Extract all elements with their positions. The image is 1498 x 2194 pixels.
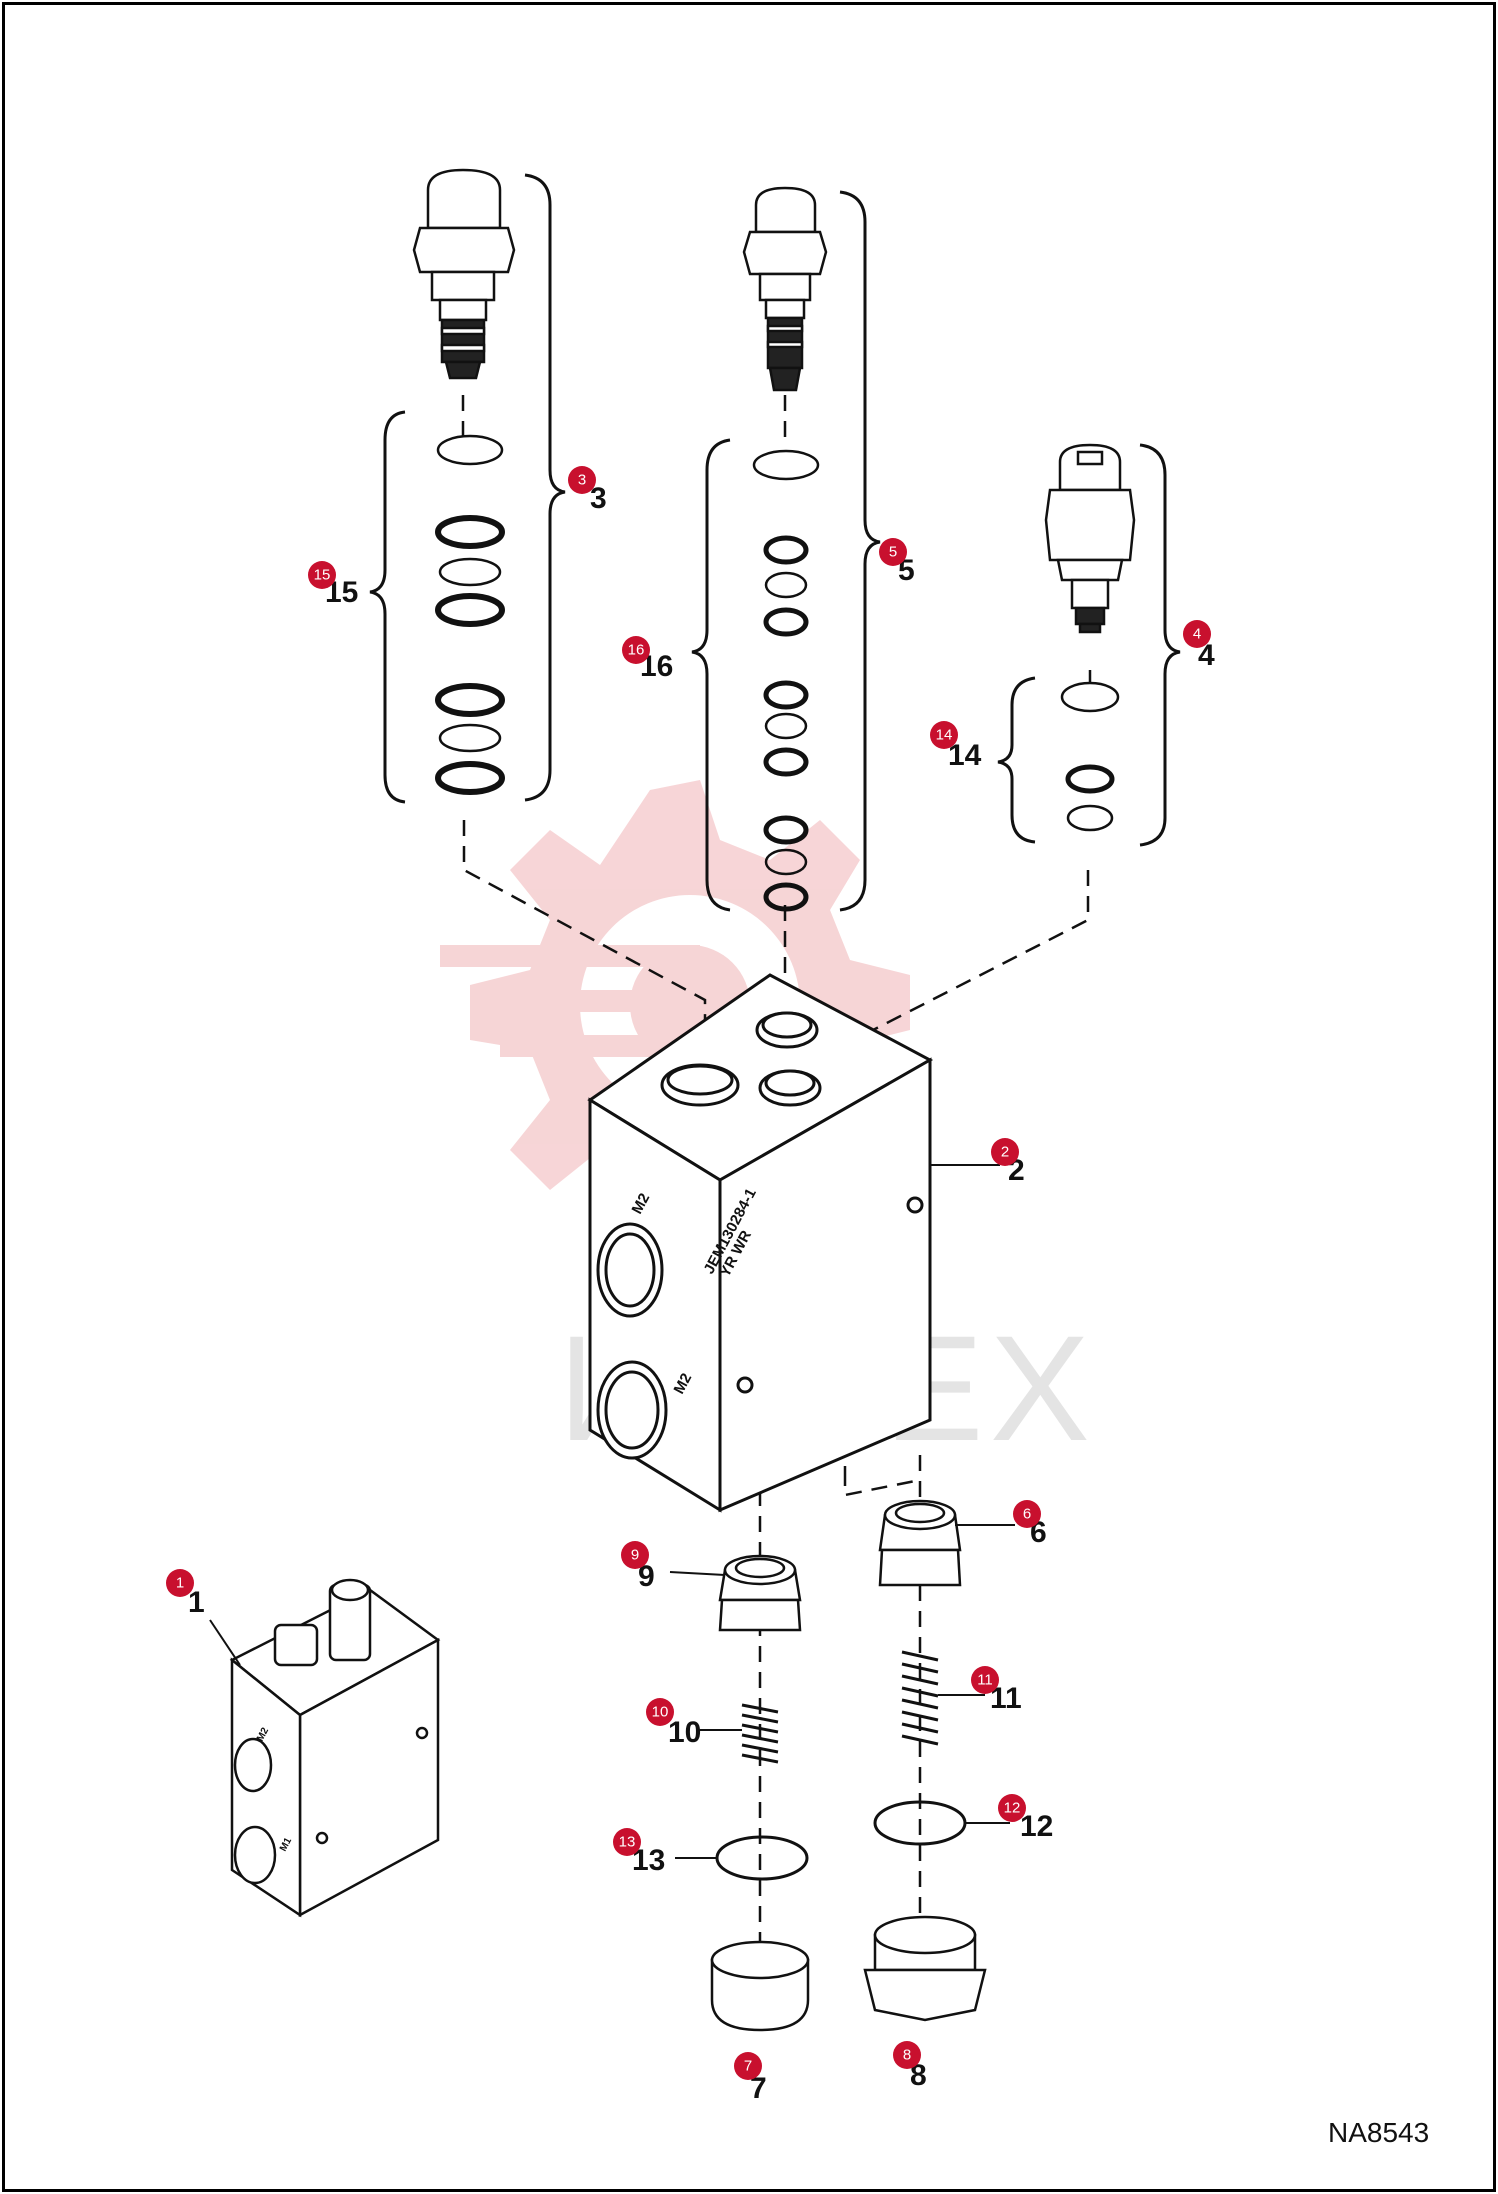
plug-7 xyxy=(710,1940,810,2032)
valve-block-main xyxy=(587,973,934,1513)
svg-text:16: 16 xyxy=(628,642,645,659)
seal-kit-middle xyxy=(752,449,820,912)
check-plug-9 xyxy=(718,1554,802,1632)
svg-text:9: 9 xyxy=(638,1560,655,1593)
seal-kit-left xyxy=(435,434,505,795)
svg-text:10: 10 xyxy=(652,1704,669,1721)
svg-text:4: 4 xyxy=(1193,626,1201,643)
valve-cartridge-right xyxy=(1044,443,1136,634)
svg-text:1: 1 xyxy=(188,1586,205,1619)
seal-kit-right xyxy=(1060,681,1120,832)
plug-8 xyxy=(863,1915,987,2022)
svg-text:7: 7 xyxy=(744,2058,752,2075)
svg-text:7: 7 xyxy=(750,2072,767,2105)
bracket-group-3 xyxy=(369,173,566,804)
svg-text:2: 2 xyxy=(1001,1144,1009,1161)
check-plug-6 xyxy=(878,1499,962,1587)
callout-4: 44 xyxy=(1183,620,1215,672)
callout-8: 88 xyxy=(893,2041,927,2092)
bracket-group-4 xyxy=(997,443,1181,847)
svg-text:13: 13 xyxy=(619,1834,636,1851)
spring-11 xyxy=(901,1650,939,1746)
callout-5: 55 xyxy=(879,538,915,587)
callout-2: 22 xyxy=(991,1138,1025,1187)
callout-9: 99 xyxy=(621,1541,655,1593)
callout-7: 77 xyxy=(734,2052,767,2105)
figure-id: NA8543 xyxy=(1328,2117,1429,2148)
svg-text:5: 5 xyxy=(889,544,897,561)
svg-text:8: 8 xyxy=(910,2059,927,2092)
svg-text:6: 6 xyxy=(1023,1506,1031,1523)
svg-text:10: 10 xyxy=(668,1716,701,1749)
svg-text:4: 4 xyxy=(1198,639,1215,672)
o-ring-13 xyxy=(715,1835,809,1881)
callout-3: 33 xyxy=(568,466,607,515)
callout-1: 11 xyxy=(166,1569,205,1619)
svg-text:3: 3 xyxy=(578,472,586,489)
svg-text:14: 14 xyxy=(936,727,953,744)
svg-text:11: 11 xyxy=(977,1672,993,1689)
svg-text:8: 8 xyxy=(903,2047,911,2064)
svg-text:12: 12 xyxy=(1004,1800,1021,1817)
callout-6: 66 xyxy=(1013,1500,1047,1549)
svg-text:15: 15 xyxy=(314,567,331,584)
assembled-valve-thumbnail xyxy=(229,1578,441,1918)
bracket-group-5 xyxy=(691,190,881,912)
svg-text:9: 9 xyxy=(631,1547,639,1564)
callout-leader-lines xyxy=(209,1164,1015,1859)
valve-cartridge-left xyxy=(412,168,516,380)
svg-text:3: 3 xyxy=(590,482,607,515)
valve-cartridge-middle xyxy=(742,186,828,392)
svg-text:1: 1 xyxy=(176,1575,184,1592)
svg-text:12: 12 xyxy=(1020,1810,1053,1843)
spring-10 xyxy=(741,1703,779,1764)
